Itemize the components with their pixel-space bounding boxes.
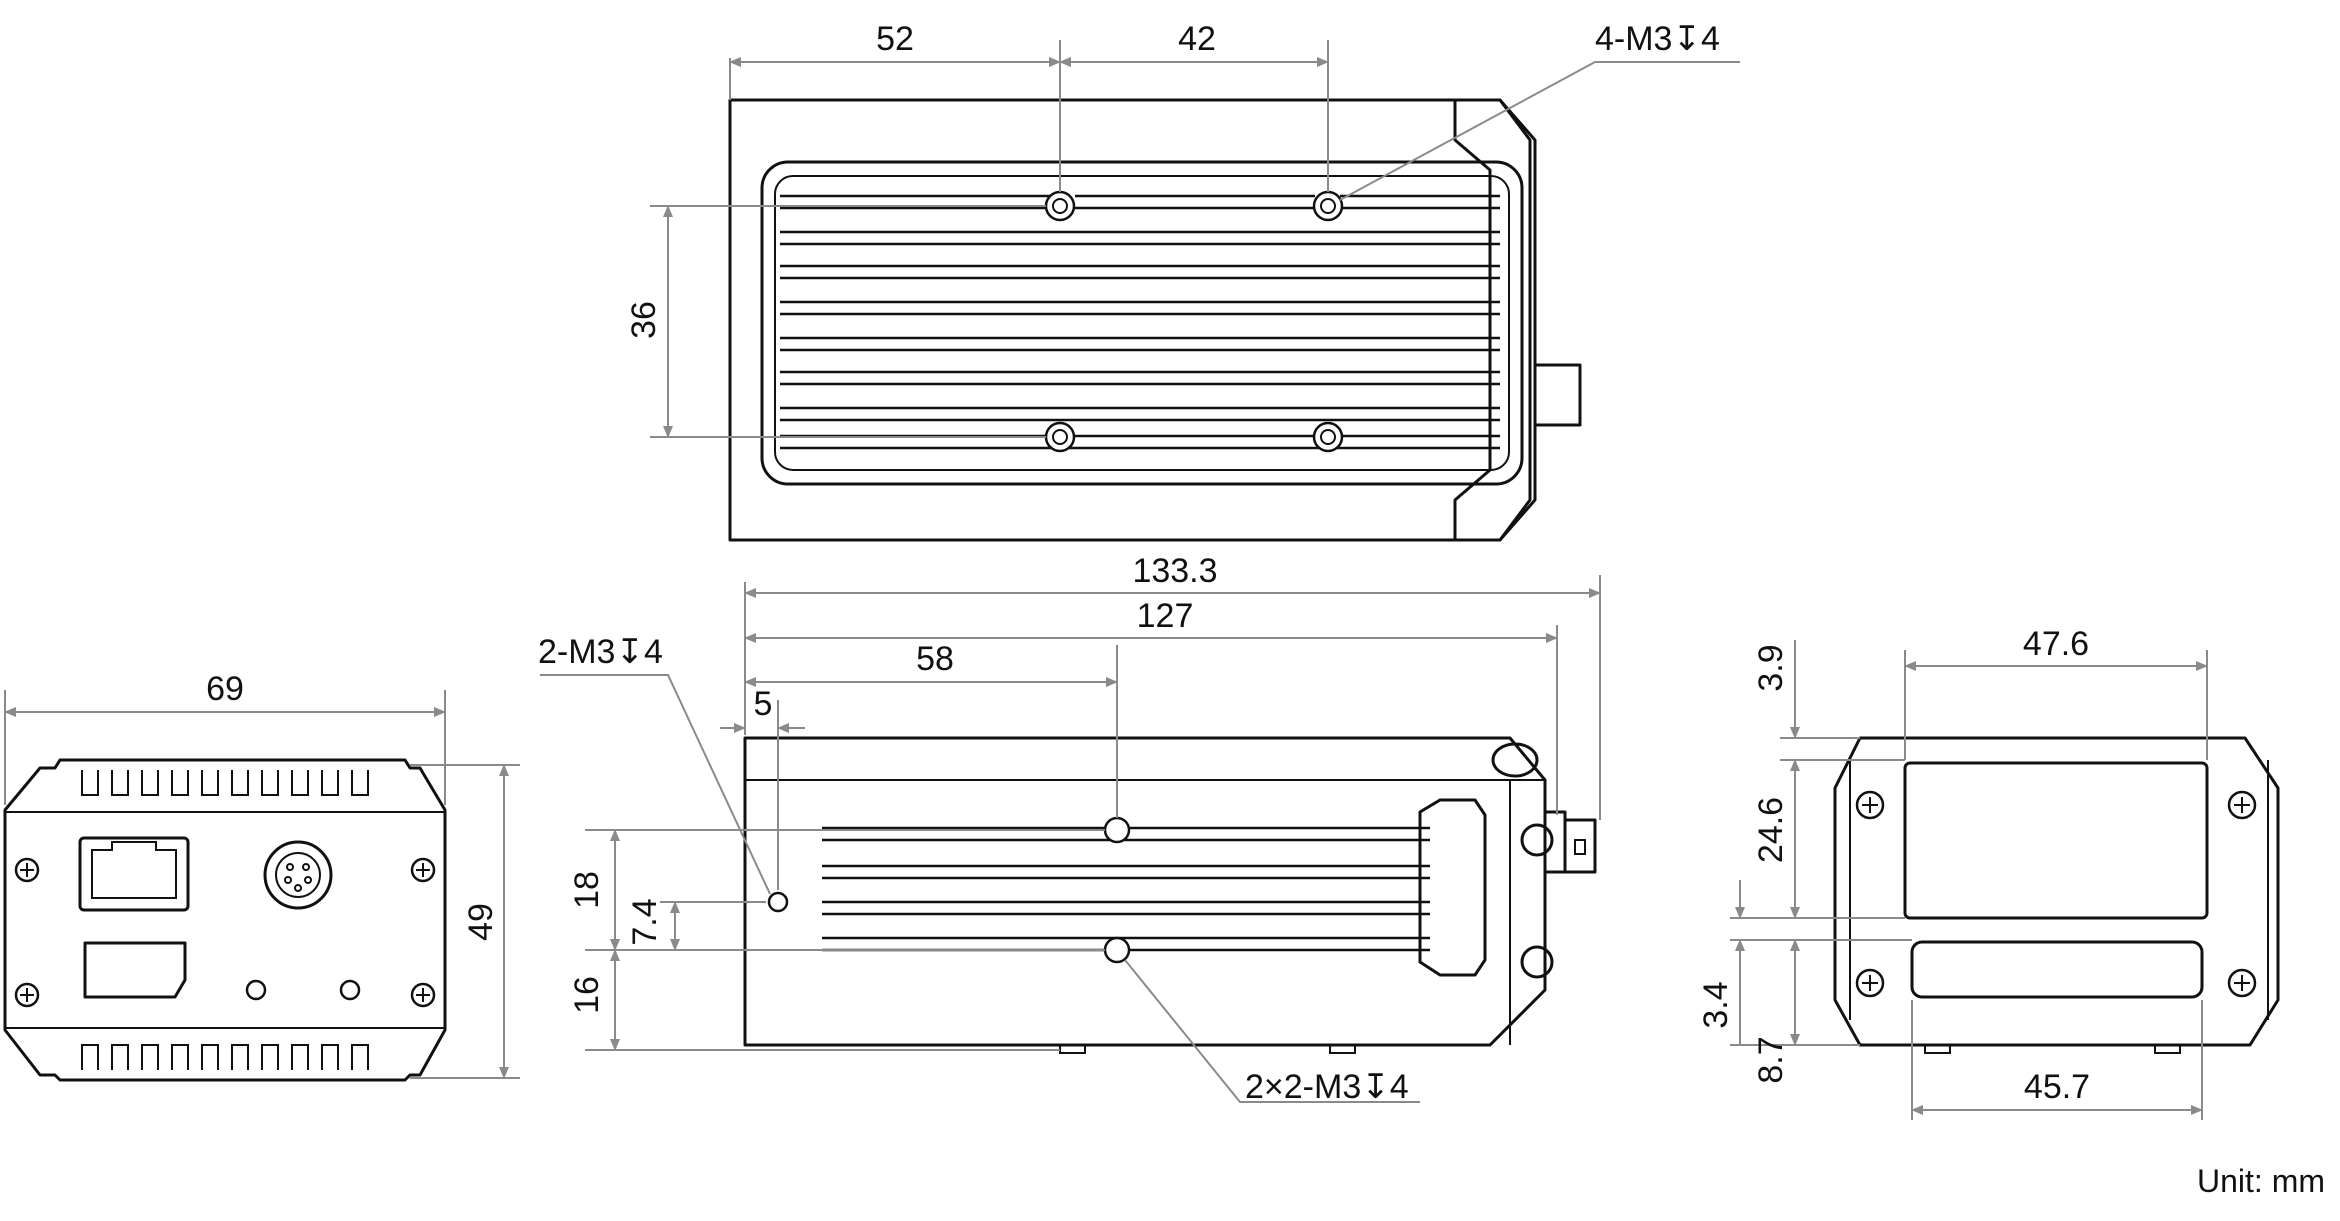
side-callout-bottom: 2×2-M3↧4 (1245, 1068, 1409, 1106)
top-dim-52: 52 (876, 20, 914, 58)
side-dim-58: 58 (916, 640, 954, 678)
top-view-mount-holes (1044, 190, 1344, 453)
front-view-body (1833, 736, 2280, 1047)
ethernet-port-icon (78, 836, 190, 912)
front-dim-24-6: 24.6 (1752, 797, 1790, 863)
indicator-led-icon (245, 979, 267, 1001)
side-view-body (743, 736, 1547, 1047)
front-dim-3-9: 3.9 (1752, 644, 1790, 691)
front-view-bottom-window (1910, 940, 2204, 999)
side-view: 133.3 127 58 5 18 7.4 16 2-M3↧4 2×2-M3↧4 (538, 552, 1601, 1106)
front-dim-8-7: 8.7 (1752, 1036, 1790, 1083)
front-dim-45-7: 45.7 (2024, 1068, 2090, 1106)
rear-dim-69: 69 (206, 670, 244, 708)
rear-view: 69 49 (3, 670, 520, 1082)
side-dim-18: 18 (568, 871, 606, 909)
side-callout-left: 2-M3↧4 (538, 633, 663, 671)
rear-view-bottom-fins (81, 1044, 369, 1070)
screw-icon (1855, 790, 2257, 998)
hdmi-port-icon (83, 941, 187, 999)
front-view-top-window (1903, 761, 2209, 920)
top-dim-36: 36 (625, 301, 663, 339)
rear-dim-49: 49 (462, 903, 500, 941)
front-view: 47.6 45.7 3.9 24.6 3.4 8.7 (1697, 625, 2280, 1120)
aux-connector-icon (263, 840, 333, 910)
top-view-connector (1533, 363, 1582, 427)
side-dim-127: 127 (1137, 597, 1194, 635)
top-view-body (728, 98, 1532, 542)
side-dim-7-4: 7.4 (626, 898, 664, 945)
side-view-grip (1418, 798, 1487, 977)
top-view-fin-panel-inner (774, 175, 1510, 471)
side-dim-133-3: 133.3 (1132, 552, 1217, 590)
top-view-fin-panel (760, 160, 1524, 486)
rear-view-body (3, 758, 447, 1082)
side-dim-5: 5 (754, 685, 773, 723)
top-view-end-cap (1453, 98, 1537, 542)
unit-note: Unit: mm (2197, 1163, 2325, 1199)
front-dim-3-4: 3.4 (1697, 981, 1735, 1028)
side-view-connector (1543, 810, 1597, 874)
rear-view-top-fins (81, 770, 369, 796)
side-dim-16: 16 (568, 976, 606, 1014)
indicator-led-icon (339, 979, 361, 1001)
screw-icon (14, 857, 436, 1008)
top-dim-42: 42 (1178, 20, 1216, 58)
top-callout-label: 4-M3↧4 (1595, 20, 1720, 58)
top-view-fins (780, 194, 1500, 450)
side-view-fins (822, 826, 1430, 952)
front-dim-47-6: 47.6 (2023, 625, 2089, 663)
top-view: 52 42 36 4-M3↧4 (625, 20, 1740, 542)
